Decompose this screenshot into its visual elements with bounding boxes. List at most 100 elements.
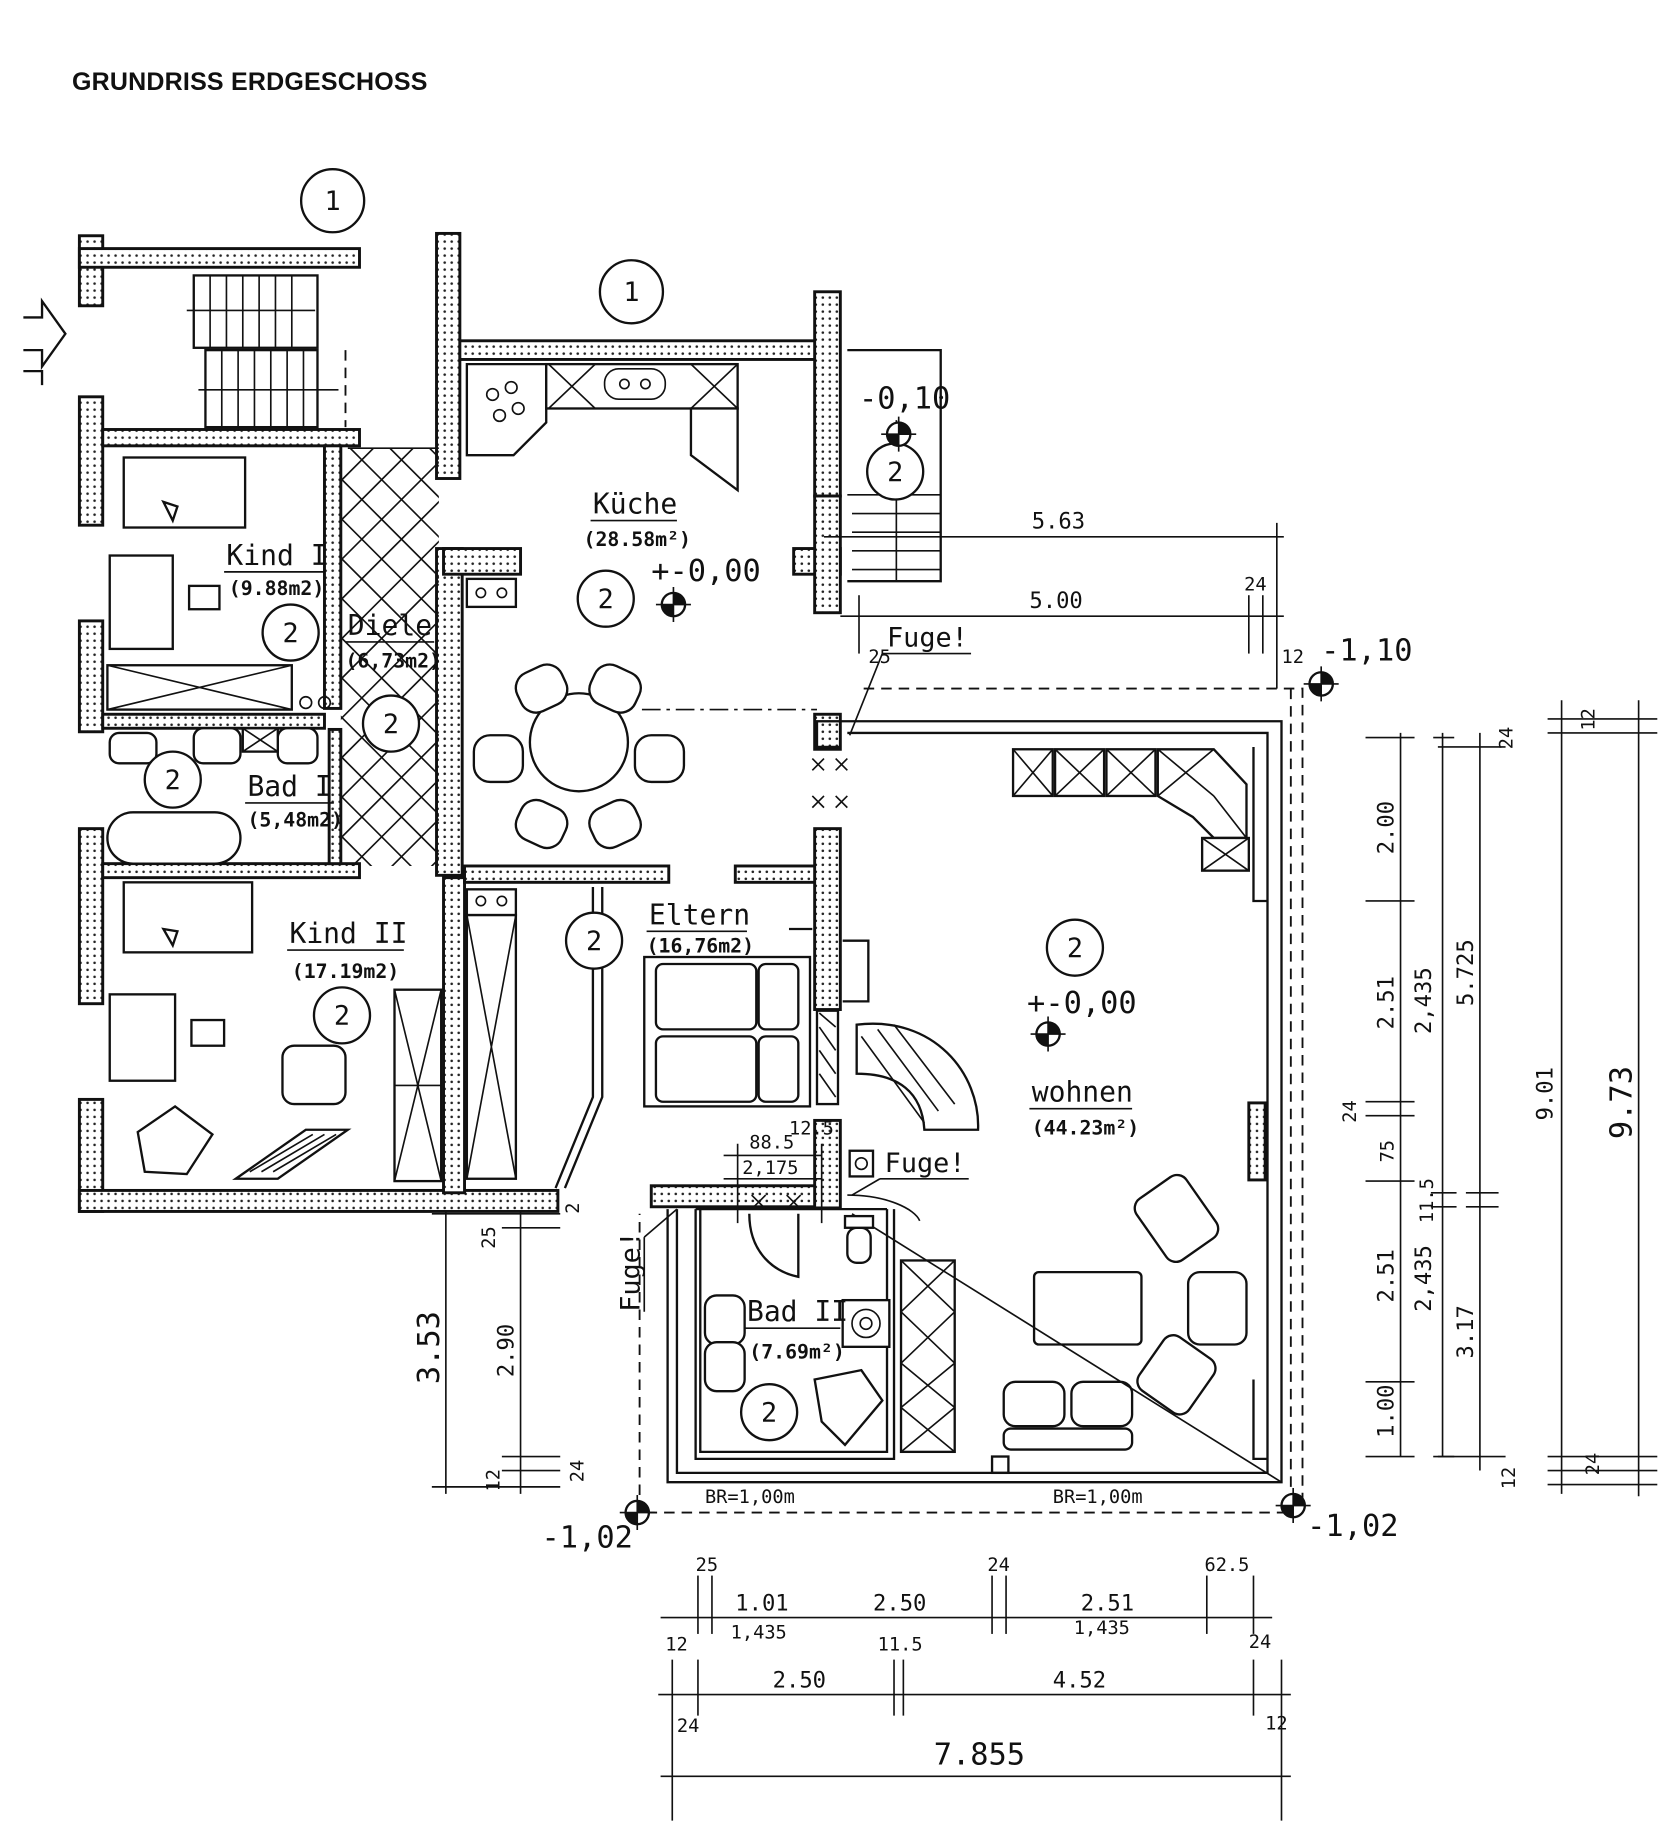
tag-kind1: 2 xyxy=(283,618,299,649)
tile-line xyxy=(509,448,929,868)
dim-right-12b: 12 xyxy=(1499,1467,1520,1489)
room-area-diele: (6,73m2) xyxy=(345,650,441,673)
walls xyxy=(77,231,842,1213)
tile-line xyxy=(906,448,1326,868)
dim-right-251a: 2.51 xyxy=(1374,976,1400,1029)
note-fuge-left: Fuge! xyxy=(616,1231,647,1312)
wall-segment xyxy=(77,1188,560,1213)
tile-line xyxy=(340,619,439,721)
level-wohnen: +-0,00 xyxy=(1027,986,1137,1021)
wall-segment xyxy=(101,712,326,730)
level-corner-ne: -1,10 xyxy=(1321,634,1412,669)
wall-segment xyxy=(813,827,842,1011)
notes: Fuge! Fuge! Fuge! BR=1,00m BR=1,00m xyxy=(616,623,1143,1509)
wall-segment xyxy=(323,444,343,710)
tile-line xyxy=(351,778,439,866)
room-tags: 1 1 2 2 2 2 2 2 2 2 2 xyxy=(143,168,1105,1442)
dim-center-2175: 2,175 xyxy=(742,1158,798,1179)
level-symbol xyxy=(1303,666,1339,702)
wall-segment xyxy=(458,339,824,361)
level-kueche: +-0,00 xyxy=(651,554,761,589)
wall-segment xyxy=(813,1118,842,1210)
diele-tiles xyxy=(340,448,1326,868)
dim-top-25: 25 xyxy=(868,647,890,668)
room-area-kind1: (9.88m2) xyxy=(229,577,325,600)
dim-top-12: 12 xyxy=(1281,647,1303,668)
tag-kind2: 2 xyxy=(334,1001,350,1032)
dim-bottom-452: 4.52 xyxy=(1053,1668,1106,1694)
room-name-diele: Diele xyxy=(348,609,432,642)
dim-right-200: 2.00 xyxy=(1374,801,1400,854)
wall-segment xyxy=(101,428,361,448)
level-symbol xyxy=(655,587,691,623)
room-name-bad1: Bad I xyxy=(247,770,331,803)
dim-center-125: 12.5 xyxy=(789,1118,834,1139)
stairwell xyxy=(23,274,347,429)
dim-center-2: 2 xyxy=(563,1203,584,1214)
dim-bottom-251: 2.51 xyxy=(1081,1591,1134,1617)
dim-right-24b: 24 xyxy=(1583,1453,1604,1475)
room-name-wohnen: wohnen xyxy=(1032,1076,1133,1109)
dim-bottom-1435a: 1,435 xyxy=(731,1623,787,1644)
wall-segment xyxy=(442,876,466,1195)
dim-bottom-101: 1.01 xyxy=(735,1591,788,1617)
furniture xyxy=(106,362,1282,1483)
note-fuge-mid: Fuge! xyxy=(885,1148,966,1179)
tag-terrace: 2 xyxy=(887,457,903,488)
note-br-right: BR=1,00m xyxy=(1053,1487,1143,1508)
dim-right-2435b: 2,435 xyxy=(1411,1245,1437,1312)
dim-right-5725: 5.725 xyxy=(1453,939,1479,1006)
room-name-kueche: Küche xyxy=(593,488,677,521)
level-symbol xyxy=(881,416,917,452)
dim-left-290: 2.90 xyxy=(494,1324,520,1377)
wall-segment xyxy=(442,547,523,576)
tile-line xyxy=(340,755,439,856)
tag-wohnen: 2 xyxy=(1067,933,1083,964)
dim-right-75: 75 xyxy=(1378,1140,1399,1162)
wall-segment xyxy=(77,827,105,1006)
room-name-kind1: Kind I xyxy=(226,539,327,572)
wall-segment xyxy=(463,864,671,884)
dim-bottom-250b: 2.50 xyxy=(773,1668,826,1694)
dim-bottom-115: 11.5 xyxy=(878,1634,923,1655)
dim-bottom-12: 12 xyxy=(665,1634,687,1655)
dimension-lines: 5.63 5.00 24 25 12 2.00 2.51 24 75 2.51 … xyxy=(412,509,1658,1821)
wall-segment xyxy=(77,395,105,527)
wall-segment xyxy=(435,547,464,877)
tile-line xyxy=(340,500,439,602)
dim-left-12: 12 xyxy=(484,1469,505,1491)
wall-segment xyxy=(733,864,825,884)
tag-bad2: 2 xyxy=(761,1398,777,1429)
wall-segment xyxy=(77,619,105,734)
tile-line xyxy=(787,448,1207,868)
room-name-bad2: Bad II xyxy=(747,1295,848,1328)
wall-segment xyxy=(101,862,361,880)
wall-segment xyxy=(813,712,842,751)
dim-bottom-24b: 24 xyxy=(1249,1632,1271,1653)
note-fuge-top: Fuge! xyxy=(887,623,968,654)
dim-right-115: 11.5 xyxy=(1417,1178,1438,1223)
tile-line xyxy=(509,448,929,868)
room-area-kueche: (28.58m²) xyxy=(584,528,691,551)
dim-right-2435a: 2,435 xyxy=(1411,967,1437,1034)
wall-segment xyxy=(77,234,105,308)
level-symbol xyxy=(619,1495,655,1531)
wall-segment xyxy=(77,247,361,269)
tile-line xyxy=(340,461,439,562)
dim-left-25: 25 xyxy=(479,1226,500,1248)
dim-center-885: 88.5 xyxy=(749,1132,794,1153)
dim-top-563: 5.63 xyxy=(1032,509,1085,535)
tag-diele: 2 xyxy=(383,709,399,740)
tag-eltern: 2 xyxy=(586,926,602,957)
tile-line xyxy=(340,794,412,866)
tile-line xyxy=(747,448,1167,868)
tile-line xyxy=(349,448,439,539)
dim-bottom-250: 2.50 xyxy=(873,1591,926,1617)
level-terrace: -0,10 xyxy=(859,381,950,416)
dim-right-12a: 12 xyxy=(1578,708,1599,730)
window-pillar xyxy=(1247,1101,1267,1182)
room-labels: Kind I (9.88m2) Diele (6,73m2) Bad I (5,… xyxy=(224,488,1139,1363)
level-symbol xyxy=(1275,1488,1311,1524)
dim-right-24: 24 xyxy=(1340,1100,1361,1122)
plan-title: GRUNDRISS ERDGESCHOSS xyxy=(72,68,428,96)
